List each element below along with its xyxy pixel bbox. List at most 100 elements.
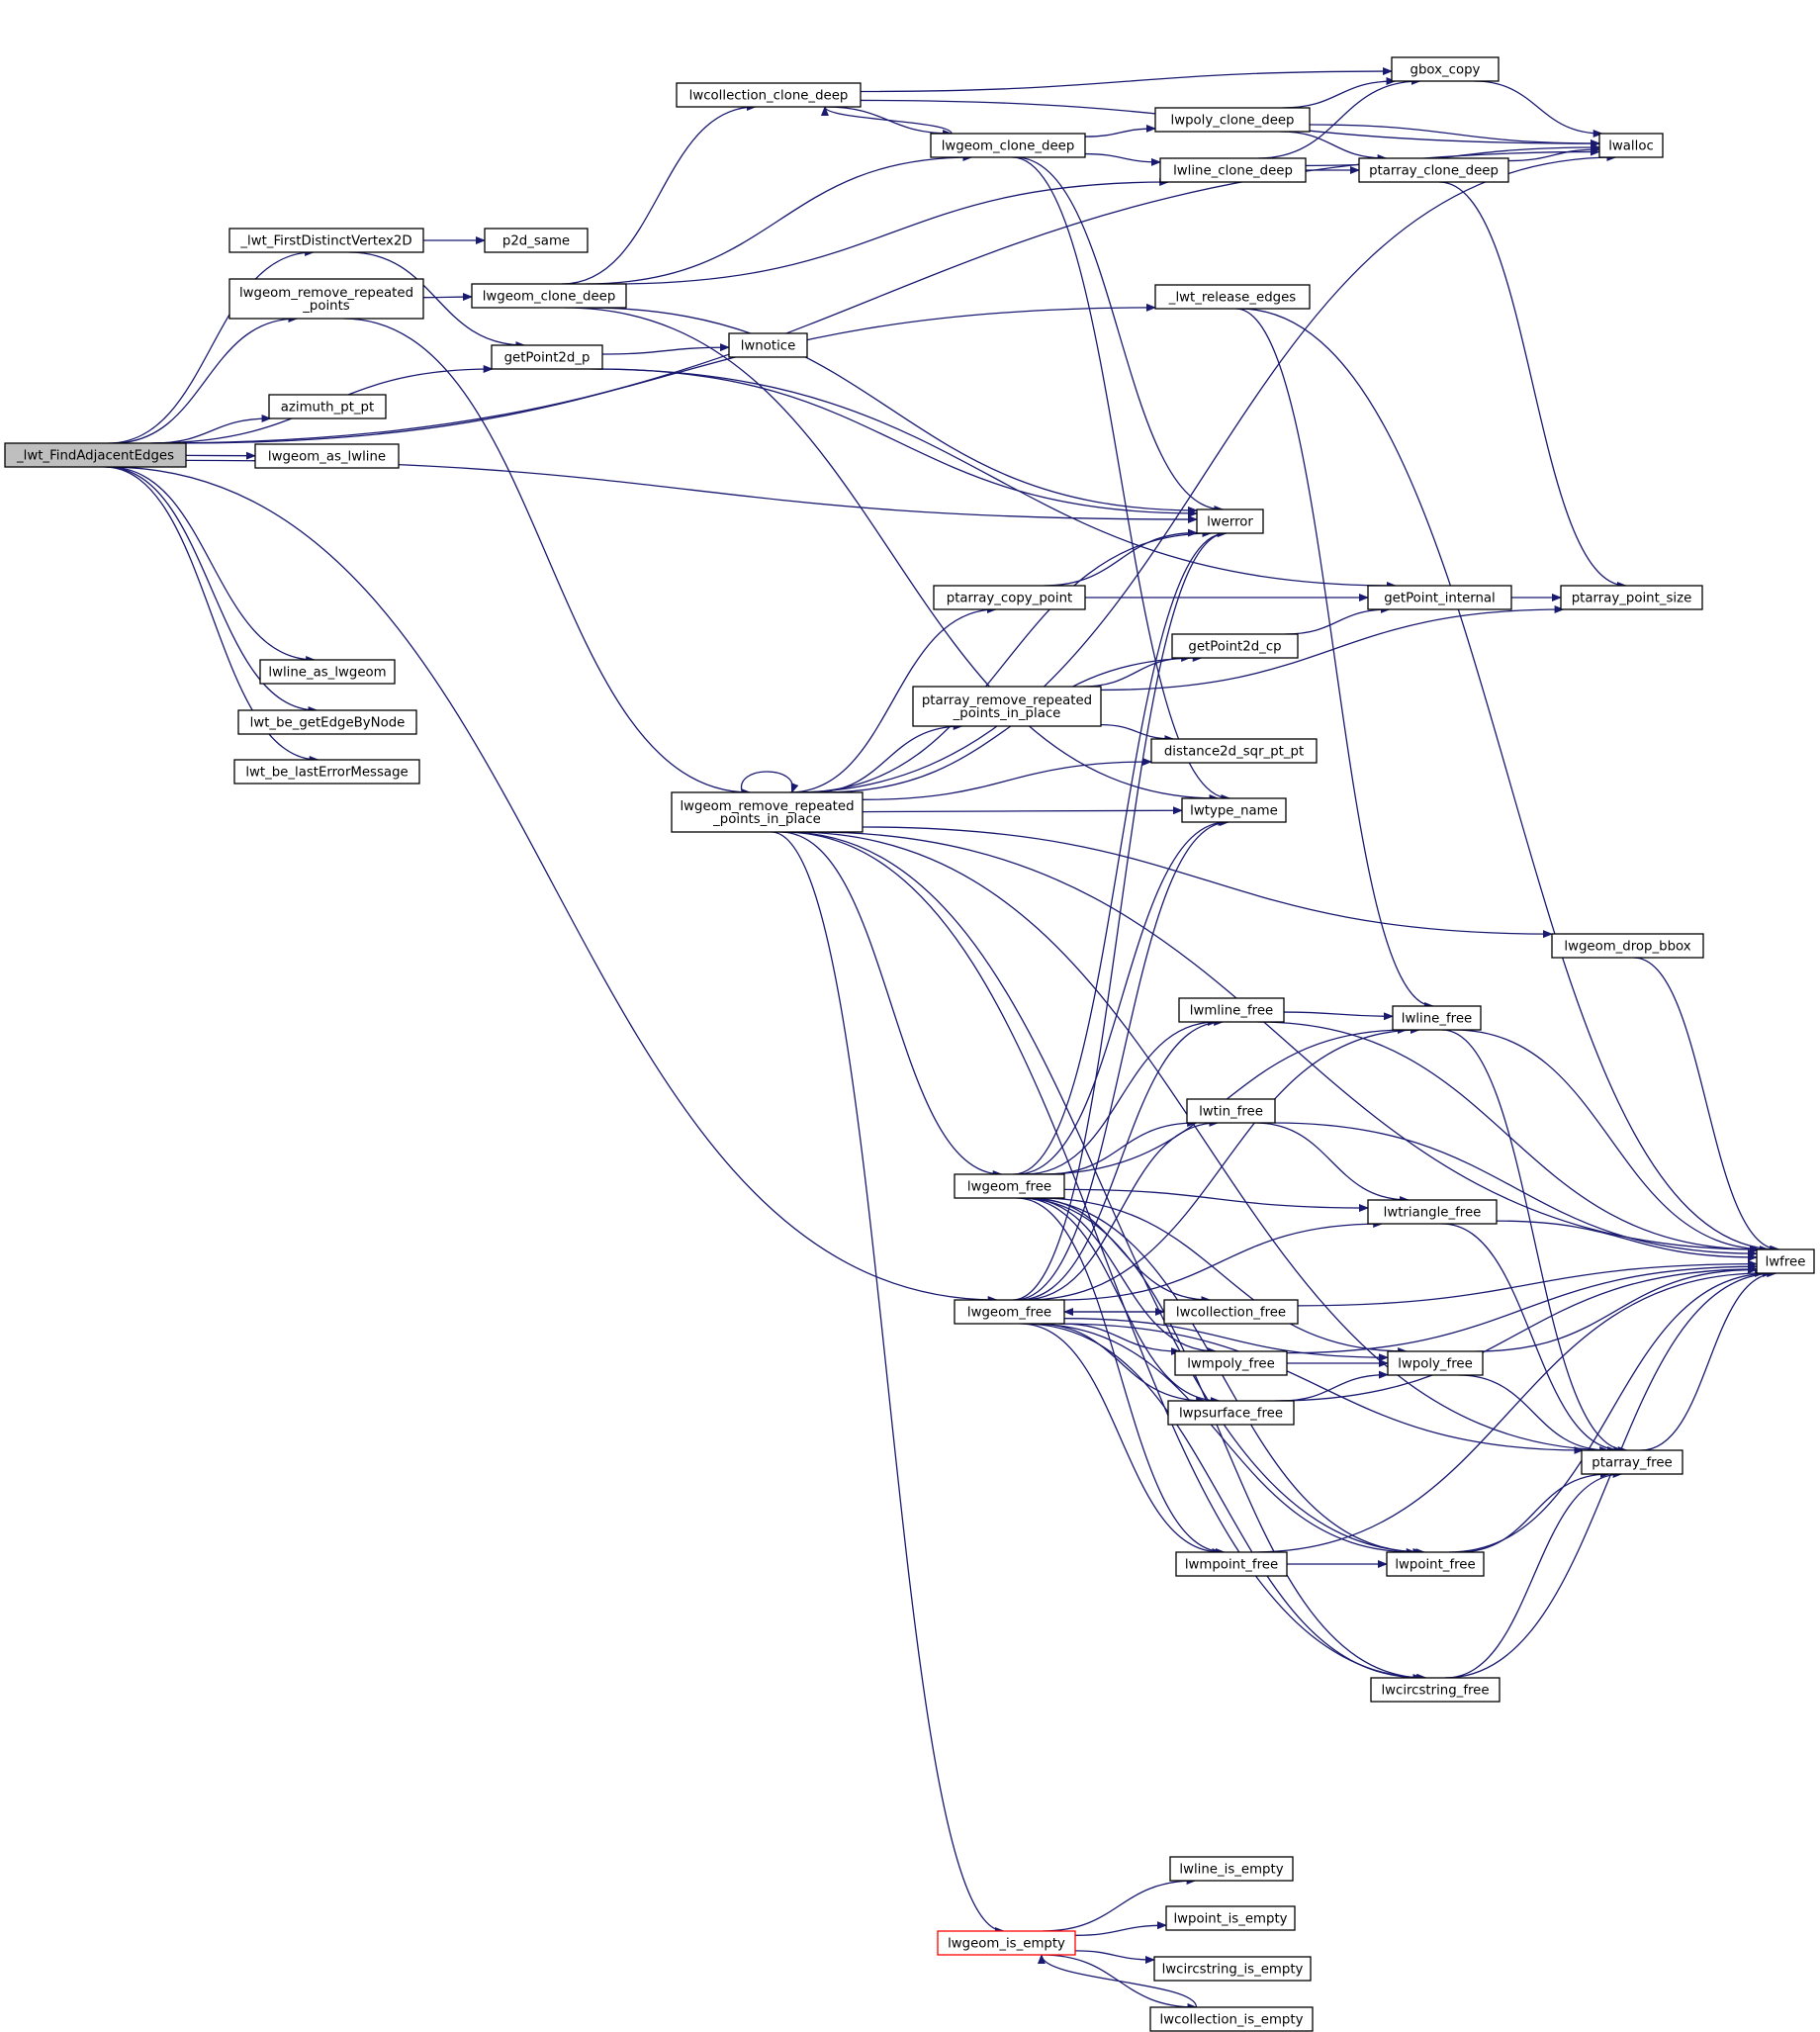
node-ptarray-point-size[interactable]: ptarray_point_size <box>1560 585 1703 610</box>
node-lwgeom-clone-deep[interactable]: lwgeom_clone_deep <box>471 283 627 309</box>
node-box <box>1756 1248 1815 1274</box>
edge-lwt-findadjacentedges-to-lwgeom-remove-repeated-points <box>113 315 299 444</box>
edge-lwgeom-remove-repeated-points-in-place-to-ptarray-copy-point <box>789 605 997 793</box>
edge-path <box>1297 1259 1758 1307</box>
edge-path <box>1100 723 1175 743</box>
edge-path <box>564 307 1220 802</box>
node-lwgeom-as-lwline[interactable]: lwgeom_as_lwline <box>254 443 400 469</box>
node-lwcollection-clone-deep[interactable]: lwcollection_clone_deep <box>676 82 862 108</box>
node-lwfree[interactable]: lwfree <box>1756 1248 1815 1274</box>
edge-path <box>821 106 953 135</box>
node-ptarray-copy-point[interactable]: ptarray_copy_point <box>933 585 1086 610</box>
edge-lwmline-free-to-lwline-free <box>1283 1011 1394 1021</box>
edge-lwgeom-free-to-lwmline-free <box>1024 1018 1218 1175</box>
node-ptarray-clone-deep[interactable]: ptarray_clone_deep <box>1358 157 1509 183</box>
node-label: lwgeom_remove_repeated <box>680 799 854 814</box>
node-box <box>228 228 424 253</box>
edge-path <box>1016 818 1228 1175</box>
edge-lwpoly-clone-deep-to-ptarray-clone-deep <box>1279 131 1388 162</box>
node-lwnotice[interactable]: lwnotice <box>728 332 808 358</box>
node-lwcollection-is-empty[interactable]: lwcollection_is_empty <box>1149 2006 1314 2032</box>
edge-getpoint2d-p-to-lwerror <box>595 368 1198 517</box>
node-distance2d-sqr-pt-pt[interactable]: distance2d_sqr_pt_pt <box>1150 738 1318 764</box>
edge-path <box>1038 1197 1409 1355</box>
edge-path <box>422 293 473 302</box>
node-lwtype-name[interactable]: lwtype_name <box>1181 797 1287 823</box>
edge-path <box>1453 1029 1770 1253</box>
node-getpoint2d-cp[interactable]: getPoint2d_cp <box>1171 633 1299 659</box>
node-box <box>1367 1199 1498 1225</box>
node-box <box>1186 1098 1276 1124</box>
edge-lwgeom-free-to-lwerror <box>1013 529 1228 1175</box>
edge-path <box>862 826 1553 939</box>
node-box <box>1598 133 1664 158</box>
node-label: lwgeom_is_empty <box>948 1937 1065 1952</box>
node-lwt-firstdistinctvertex2d[interactable]: _lwt_FirstDistinctVertex2D <box>228 228 424 253</box>
node-lwt-release-edges[interactable]: _lwt_release_edges <box>1154 284 1311 310</box>
node-lwt-be-getedgebynode[interactable]: lwt_be_getEdgeByNode <box>237 709 417 735</box>
node-getpoint2d-p[interactable]: getPoint2d_p <box>491 344 603 370</box>
edge-lwgeom-free-to-lwpoly-free <box>1063 1318 1389 1362</box>
edge-getpoint2d-p-to-getpoint-internal <box>591 368 1397 590</box>
node-lwline-is-empty[interactable]: lwline_is_empty <box>1169 1856 1294 1882</box>
node-lwerror[interactable]: lwerror <box>1196 508 1264 534</box>
edge-path <box>1044 528 1198 587</box>
node-lwgeom-free[interactable]: lwgeom_free <box>954 1173 1065 1199</box>
node-lwtin-free[interactable]: lwtin_free <box>1186 1098 1276 1124</box>
edge-lwgeom-free-to-lwpoint-free <box>1029 1323 1416 1556</box>
edge-lwline-clone-deep-to-lwalloc <box>1305 142 1600 167</box>
node-label: lwline_clone_deep <box>1173 164 1293 179</box>
node-lwline-clone-deep[interactable]: lwline_clone_deep <box>1159 157 1307 183</box>
node-ptarray-free[interactable]: ptarray_free <box>1581 1449 1684 1475</box>
node-ptarray-remove-repeated-points-in-place[interactable]: ptarray_remove_repeated_points_in_place <box>912 686 1102 727</box>
node-box <box>1392 1005 1482 1031</box>
node-lwline-as-lwgeom[interactable]: lwline_as_lwgeom <box>259 659 396 685</box>
node-lwline-free[interactable]: lwline_free <box>1392 1005 1482 1031</box>
node-lwt-findadjacentedges[interactable]: _lwt_FindAdjacentEdges <box>4 442 187 468</box>
node-lwcollection-free[interactable]: lwcollection_free <box>1163 1299 1299 1325</box>
edge-path <box>562 103 757 285</box>
node-box <box>268 394 387 419</box>
edge-path <box>1448 1269 1774 1553</box>
node-lwt-be-lasterrormessage[interactable]: lwt_be_lastErrorMessage <box>233 759 420 785</box>
node-lwcircstring-free[interactable]: lwcircstring_free <box>1370 1677 1501 1703</box>
node-lwpoly-clone-deep[interactable]: lwpoly_clone_deep <box>1154 107 1311 133</box>
node-getpoint-internal[interactable]: getPoint_internal <box>1367 585 1512 610</box>
node-box <box>1560 585 1703 610</box>
node-label: lwpoint_is_empty <box>1173 1912 1287 1927</box>
edge-path <box>1016 1197 1226 1556</box>
edge-lwgeom-free-to-lwcircstring-free <box>1023 1323 1423 1682</box>
node-lwgeom-remove-repeated-points[interactable]: lwgeom_remove_repeated_points <box>228 278 424 320</box>
node-lwmpoint-free[interactable]: lwmpoint_free <box>1175 1551 1288 1577</box>
node-lwcircstring-is-empty[interactable]: lwcircstring_is_empty <box>1153 1956 1312 1982</box>
node-lwtriangle-free[interactable]: lwtriangle_free <box>1367 1199 1498 1225</box>
edge-lwgeom-clone-deep-to-lwtype-name <box>564 307 1220 802</box>
node-lwgeom-drop-bbox[interactable]: lwgeom_drop_bbox <box>1551 933 1704 959</box>
edge-lwgeom-remove-repeated-points-in-place-to-lwerror <box>798 529 1213 793</box>
edge-path <box>108 466 317 664</box>
edge-path <box>1024 1018 1218 1175</box>
node-lwgeom-clone-deep[interactable]: lwgeom_clone_deep <box>930 133 1086 158</box>
node-lwmline-free[interactable]: lwmline_free <box>1178 997 1285 1023</box>
node-lwmpoly-free[interactable]: lwmpoly_free <box>1174 1350 1288 1376</box>
node-lwgeom-is-empty[interactable]: lwgeom_is_empty <box>937 1930 1076 1956</box>
node-azimuth-pt-pt[interactable]: azimuth_pt_pt <box>268 394 387 419</box>
node-box <box>1149 2006 1314 2032</box>
edge-lwline-free-to-ptarray-free <box>1441 1029 1628 1454</box>
node-lwpoly-free[interactable]: lwpoly_free <box>1387 1350 1484 1376</box>
node-box <box>933 585 1086 610</box>
edge-path <box>1074 1950 1155 1965</box>
node-lwgeom-remove-repeated-points-in-place[interactable]: lwgeom_remove_repeated_points_in_place <box>671 791 864 833</box>
node-label: lwmpoly_free <box>1187 1357 1275 1372</box>
edge-path <box>1042 1877 1197 1932</box>
node-lwpsurface-free[interactable]: lwpsurface_free <box>1167 1400 1295 1426</box>
edge-lwgeom-is-empty-to-lwline-is-empty <box>1042 1877 1197 1932</box>
node-p2d-same[interactable]: p2d_same <box>484 228 589 253</box>
node-label: lwline_as_lwgeom <box>268 666 386 681</box>
node-lwpoint-is-empty[interactable]: lwpoint_is_empty <box>1165 1905 1296 1931</box>
node-lwgeom-free[interactable]: lwgeom_free <box>954 1299 1065 1325</box>
node-gbox-copy[interactable]: gbox_copy <box>1391 56 1500 82</box>
node-lwalloc[interactable]: lwalloc <box>1598 133 1664 158</box>
node-lwpoint-free[interactable]: lwpoint_free <box>1386 1551 1485 1577</box>
edge-path <box>1441 1223 1624 1454</box>
